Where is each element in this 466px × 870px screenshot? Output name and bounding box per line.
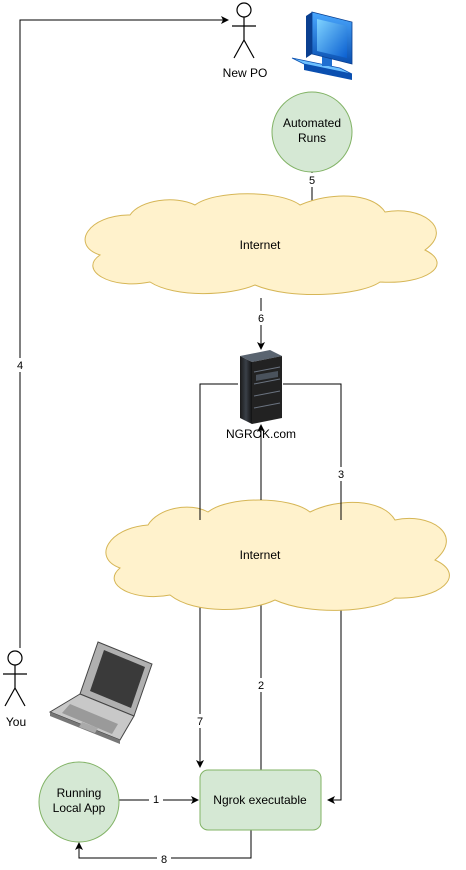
- ngrok-server-node[interactable]: NGROK.com: [226, 350, 296, 441]
- you-label: You: [6, 715, 26, 729]
- laptop-icon: [48, 641, 153, 744]
- internet-bottom-label: Internet: [240, 548, 281, 562]
- running-local-app-node[interactable]: Running Local App: [38, 761, 120, 843]
- edge-label-5: 5: [309, 175, 315, 187]
- automated-runs-label-line2: Runs: [298, 131, 326, 145]
- edge-7: 7: [193, 383, 238, 768]
- edge-label-3: 3: [338, 469, 344, 481]
- edge-overlay-lines: [199, 498, 342, 520]
- new-po-actor[interactable]: New PO: [223, 2, 268, 80]
- server-icon: [240, 350, 282, 424]
- person-icon: [3, 650, 27, 707]
- internet-cloud-top[interactable]: Internet: [84, 193, 438, 296]
- edge-label-1: 1: [153, 794, 159, 806]
- new-po-label: New PO: [223, 66, 268, 80]
- internet-top-label: Internet: [240, 238, 281, 252]
- ngrok-executable-node[interactable]: Ngrok executable: [199, 769, 322, 831]
- automated-runs-label-line1: Automated: [283, 116, 341, 130]
- edge-label-6: 6: [258, 313, 264, 325]
- ngrok-server-label: NGROK.com: [226, 427, 296, 441]
- edge-label-2: 2: [258, 680, 264, 692]
- running-app-label-line1: Running: [57, 786, 102, 800]
- automated-runs-node[interactable]: Automated Runs: [271, 91, 353, 173]
- you-actor[interactable]: You: [3, 650, 27, 729]
- running-app-label-line2: Local App: [53, 801, 106, 815]
- ngrok-exe-label: Ngrok executable: [213, 793, 307, 807]
- edge-6: 6: [254, 298, 268, 350]
- person-icon: [232, 2, 256, 59]
- edge-label-7: 7: [197, 716, 203, 728]
- monitor-icon: [291, 11, 353, 80]
- edge-1: 1: [119, 792, 199, 806]
- edge-4: 4: [14, 16, 229, 648]
- edge-label-8: 8: [161, 854, 167, 866]
- internet-cloud-bottom[interactable]: Internet: [105, 499, 450, 611]
- edge-label-4: 4: [17, 360, 23, 372]
- edge-8: 8: [75, 830, 252, 866]
